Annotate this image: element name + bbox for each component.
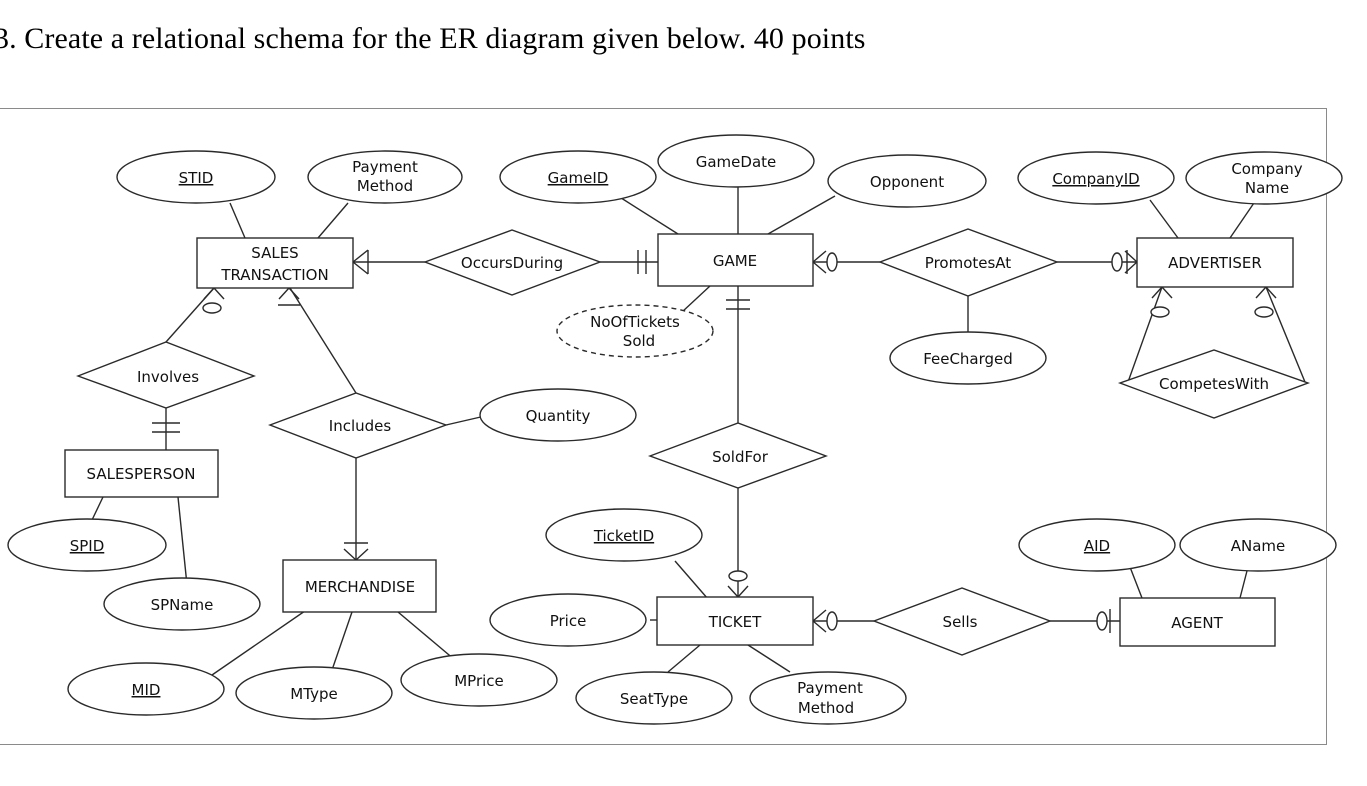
attribute-label: GameDate	[696, 153, 777, 171]
attribute-aname: AName	[1179, 518, 1337, 572]
connector-lines	[91, 185, 1306, 676]
relationship-label: PromotesAt	[925, 254, 1012, 272]
entity-label: ADVERTISER	[1168, 254, 1262, 272]
relationship-competes-with: CompetesWith	[1117, 349, 1311, 419]
entity-label: AGENT	[1171, 614, 1223, 632]
entity-sales-transaction: SALES TRANSACTION	[196, 237, 354, 289]
attribute-label-line-1: Company	[1231, 160, 1302, 178]
attribute-seat-type: SeatType	[575, 671, 733, 725]
entity-agent: AGENT	[1119, 597, 1276, 647]
relationship-label: OccursDuring	[461, 254, 563, 272]
attribute-opponent: Opponent	[827, 154, 987, 208]
relationship-promotes-at: PromotesAt	[878, 228, 1059, 297]
derived-attribute-label-line-1: NoOfTickets	[590, 313, 680, 331]
diagram-frame	[0, 108, 1327, 745]
relationship-sells: Sells	[872, 587, 1052, 656]
entity-label: SALESPERSON	[87, 465, 196, 483]
attribute-label: FeeCharged	[923, 350, 1013, 368]
attribute-aid: AID	[1018, 518, 1176, 572]
attribute-label-line-1: Payment	[797, 679, 863, 697]
attribute-label: SPName	[151, 596, 214, 614]
attribute-no-of-tickets-sold: NoOfTickets Sold	[556, 304, 714, 358]
attribute-mid: MID	[67, 662, 225, 716]
attribute-game-id: GameID	[499, 150, 657, 204]
attribute-label: Opponent	[870, 173, 944, 191]
cardinality-markers	[152, 249, 1277, 633]
relationship-label: Involves	[137, 368, 199, 386]
relationship-sold-for: SoldFor	[647, 422, 829, 489]
attribute-mprice: MPrice	[400, 653, 558, 707]
relationship-label: Includes	[329, 417, 392, 435]
entity-ticket: TICKET	[656, 596, 814, 646]
attribute-company-id: CompanyID	[1017, 151, 1175, 205]
entity-merchandise: MERCHANDISE	[282, 559, 437, 613]
attribute-quantity: Quantity	[479, 388, 637, 442]
attribute-st-payment-method: Payment Method	[307, 150, 463, 204]
attribute-fee-charged: FeeCharged	[889, 331, 1047, 385]
attribute-ticket-id: TicketID	[545, 508, 703, 562]
key-attribute-label: AID	[1084, 537, 1110, 555]
entity-salesperson: SALESPERSON	[64, 449, 219, 498]
key-attribute-label: STID	[179, 169, 214, 187]
entity-label: GAME	[713, 252, 757, 270]
attribute-spname: SPName	[103, 577, 261, 631]
attribute-label: Quantity	[526, 407, 591, 425]
attribute-label-line-2: Method	[798, 699, 854, 717]
attribute-label: AName	[1231, 537, 1286, 555]
question-text: 3. Create a relational schema for the ER…	[0, 22, 866, 55]
entity-label-line-2: TRANSACTION	[220, 266, 328, 284]
key-attribute-label: CompanyID	[1052, 170, 1139, 188]
attribute-spid: SPID	[7, 518, 167, 572]
key-attribute-label: MID	[132, 681, 161, 699]
attribute-price: Price	[489, 593, 647, 647]
attribute-label: MPrice	[454, 672, 504, 690]
entity-label-line-1: SALES	[251, 244, 298, 262]
attribute-stid: STID	[116, 150, 276, 204]
attribute-label: MType	[290, 685, 337, 703]
relationship-occurs-during: OccursDuring	[422, 229, 603, 296]
entity-label: MERCHANDISE	[305, 578, 415, 596]
attribute-game-date: GameDate	[657, 134, 815, 188]
relationship-label: Sells	[943, 613, 978, 631]
attribute-label: Price	[550, 612, 587, 630]
attribute-label-line-1: Payment	[352, 158, 418, 176]
relationship-includes: Includes	[268, 392, 449, 459]
attribute-mtype: MType	[235, 666, 393, 720]
entity-label: TICKET	[708, 613, 762, 631]
attribute-label-line-2: Name	[1245, 179, 1289, 197]
entity-advertiser: ADVERTISER	[1136, 237, 1294, 288]
attribute-company-name: Company Name	[1185, 151, 1343, 205]
relationship-label: CompetesWith	[1159, 375, 1269, 393]
key-attribute-label: TicketID	[593, 527, 654, 545]
relationship-label: SoldFor	[712, 448, 769, 466]
entity-game: GAME	[657, 233, 814, 287]
derived-attribute-label-line-2: Sold	[623, 332, 655, 350]
key-attribute-label: GameID	[548, 169, 609, 187]
attribute-label: SeatType	[620, 690, 688, 708]
attribute-t-payment-method: Payment Method	[749, 671, 907, 725]
key-attribute-label: SPID	[70, 537, 105, 555]
attribute-label-line-2: Method	[357, 177, 413, 195]
relationship-involves: Involves	[76, 341, 256, 409]
